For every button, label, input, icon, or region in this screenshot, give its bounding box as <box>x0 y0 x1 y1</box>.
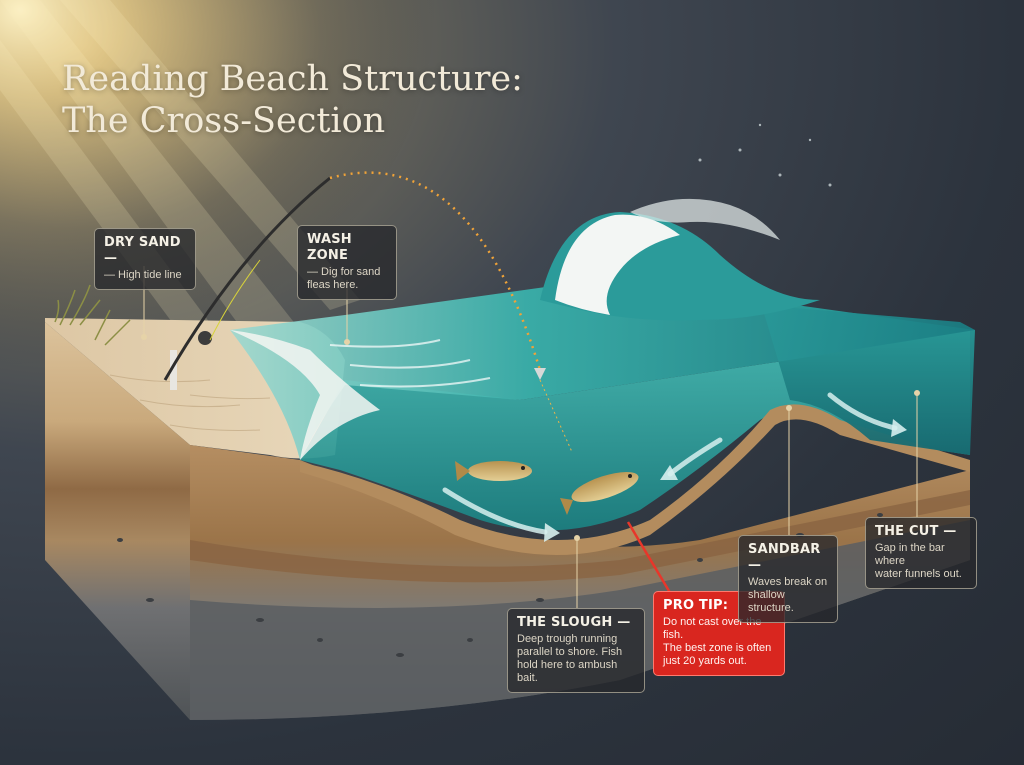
title-line-2: The Cross-Section <box>62 101 386 141</box>
rod-holder-icon <box>170 350 177 390</box>
block-front-face <box>45 322 190 720</box>
title-line-1: Reading Beach Structure: <box>62 59 523 99</box>
callout-cut-desc-2: water funnels out. <box>875 568 962 580</box>
callout-connectors <box>141 266 920 608</box>
callout-pro-tip-desc-2: The best zone is often <box>663 642 772 654</box>
arrow-return <box>667 437 723 477</box>
callout-sandbar-title: SANDBAR — <box>748 542 821 573</box>
callout-dry-sand-title: DRY SAND — <box>104 235 181 266</box>
spray-droplets <box>698 123 832 187</box>
callout-pro-tip-desc-1: Do not cast over the fish. <box>663 616 762 641</box>
callout-slough: THE SLOUGH — Deep trough running paralle… <box>507 608 645 693</box>
callout-dry-sand-desc: — High tide line <box>104 269 182 281</box>
fishing-rod <box>163 176 331 390</box>
pebbles <box>117 513 883 657</box>
arrow-heads <box>544 419 907 542</box>
page-title: Reading Beach Structure: The Cross-Secti… <box>62 58 523 142</box>
arrow-slough <box>442 487 548 535</box>
callout-slough-desc-1: Deep trough running <box>517 633 618 645</box>
water-surface <box>230 285 975 460</box>
fish-right <box>560 471 639 515</box>
wash-foam <box>230 330 380 460</box>
pro-tip-connector <box>626 521 674 597</box>
wave-spray <box>630 198 780 240</box>
fish-left <box>455 461 532 481</box>
callout-sandbar: SANDBAR — Waves break on shallow structu… <box>738 535 838 623</box>
callout-wash-zone: WASH ZONE — Dig for sand fleas here. <box>297 225 397 300</box>
sinker-icon <box>534 368 546 380</box>
callout-cut-desc-1: Gap in the bar where <box>875 542 945 567</box>
sand-ripples <box>109 374 271 431</box>
callout-wash-zone-title: WASH ZONE <box>307 232 352 263</box>
callout-dry-sand: DRY SAND — — High tide line <box>94 228 196 290</box>
callout-cut: THE CUT — Gap in the bar where water fun… <box>865 517 977 589</box>
callout-sandbar-desc-2: shallow structure. <box>748 589 794 614</box>
wave-crest-foam <box>555 214 680 315</box>
callout-pro-tip-desc-3: just 20 yards out. <box>663 655 747 667</box>
callout-slough-title: THE SLOUGH — <box>517 615 631 630</box>
cast-arc <box>329 171 542 371</box>
callout-cut-title: THE CUT — <box>875 524 957 539</box>
arrow-cut <box>827 392 898 431</box>
callout-pro-tip-title: PRO TIP: <box>663 598 729 613</box>
beach-grass <box>54 284 131 346</box>
underwater-line <box>539 379 573 453</box>
callout-slough-desc-3: hold here to ambush bait. <box>517 659 618 684</box>
callout-wash-zone-desc-2: fleas here. <box>307 279 359 291</box>
foam-streaks <box>329 339 491 388</box>
callout-sandbar-desc-1: Waves break on <box>748 576 828 588</box>
callout-slough-desc-2: parallel to shore. Fish <box>517 646 623 658</box>
callout-wash-zone-desc-1: — Dig for sand <box>307 266 381 278</box>
current-arrows <box>442 392 898 535</box>
